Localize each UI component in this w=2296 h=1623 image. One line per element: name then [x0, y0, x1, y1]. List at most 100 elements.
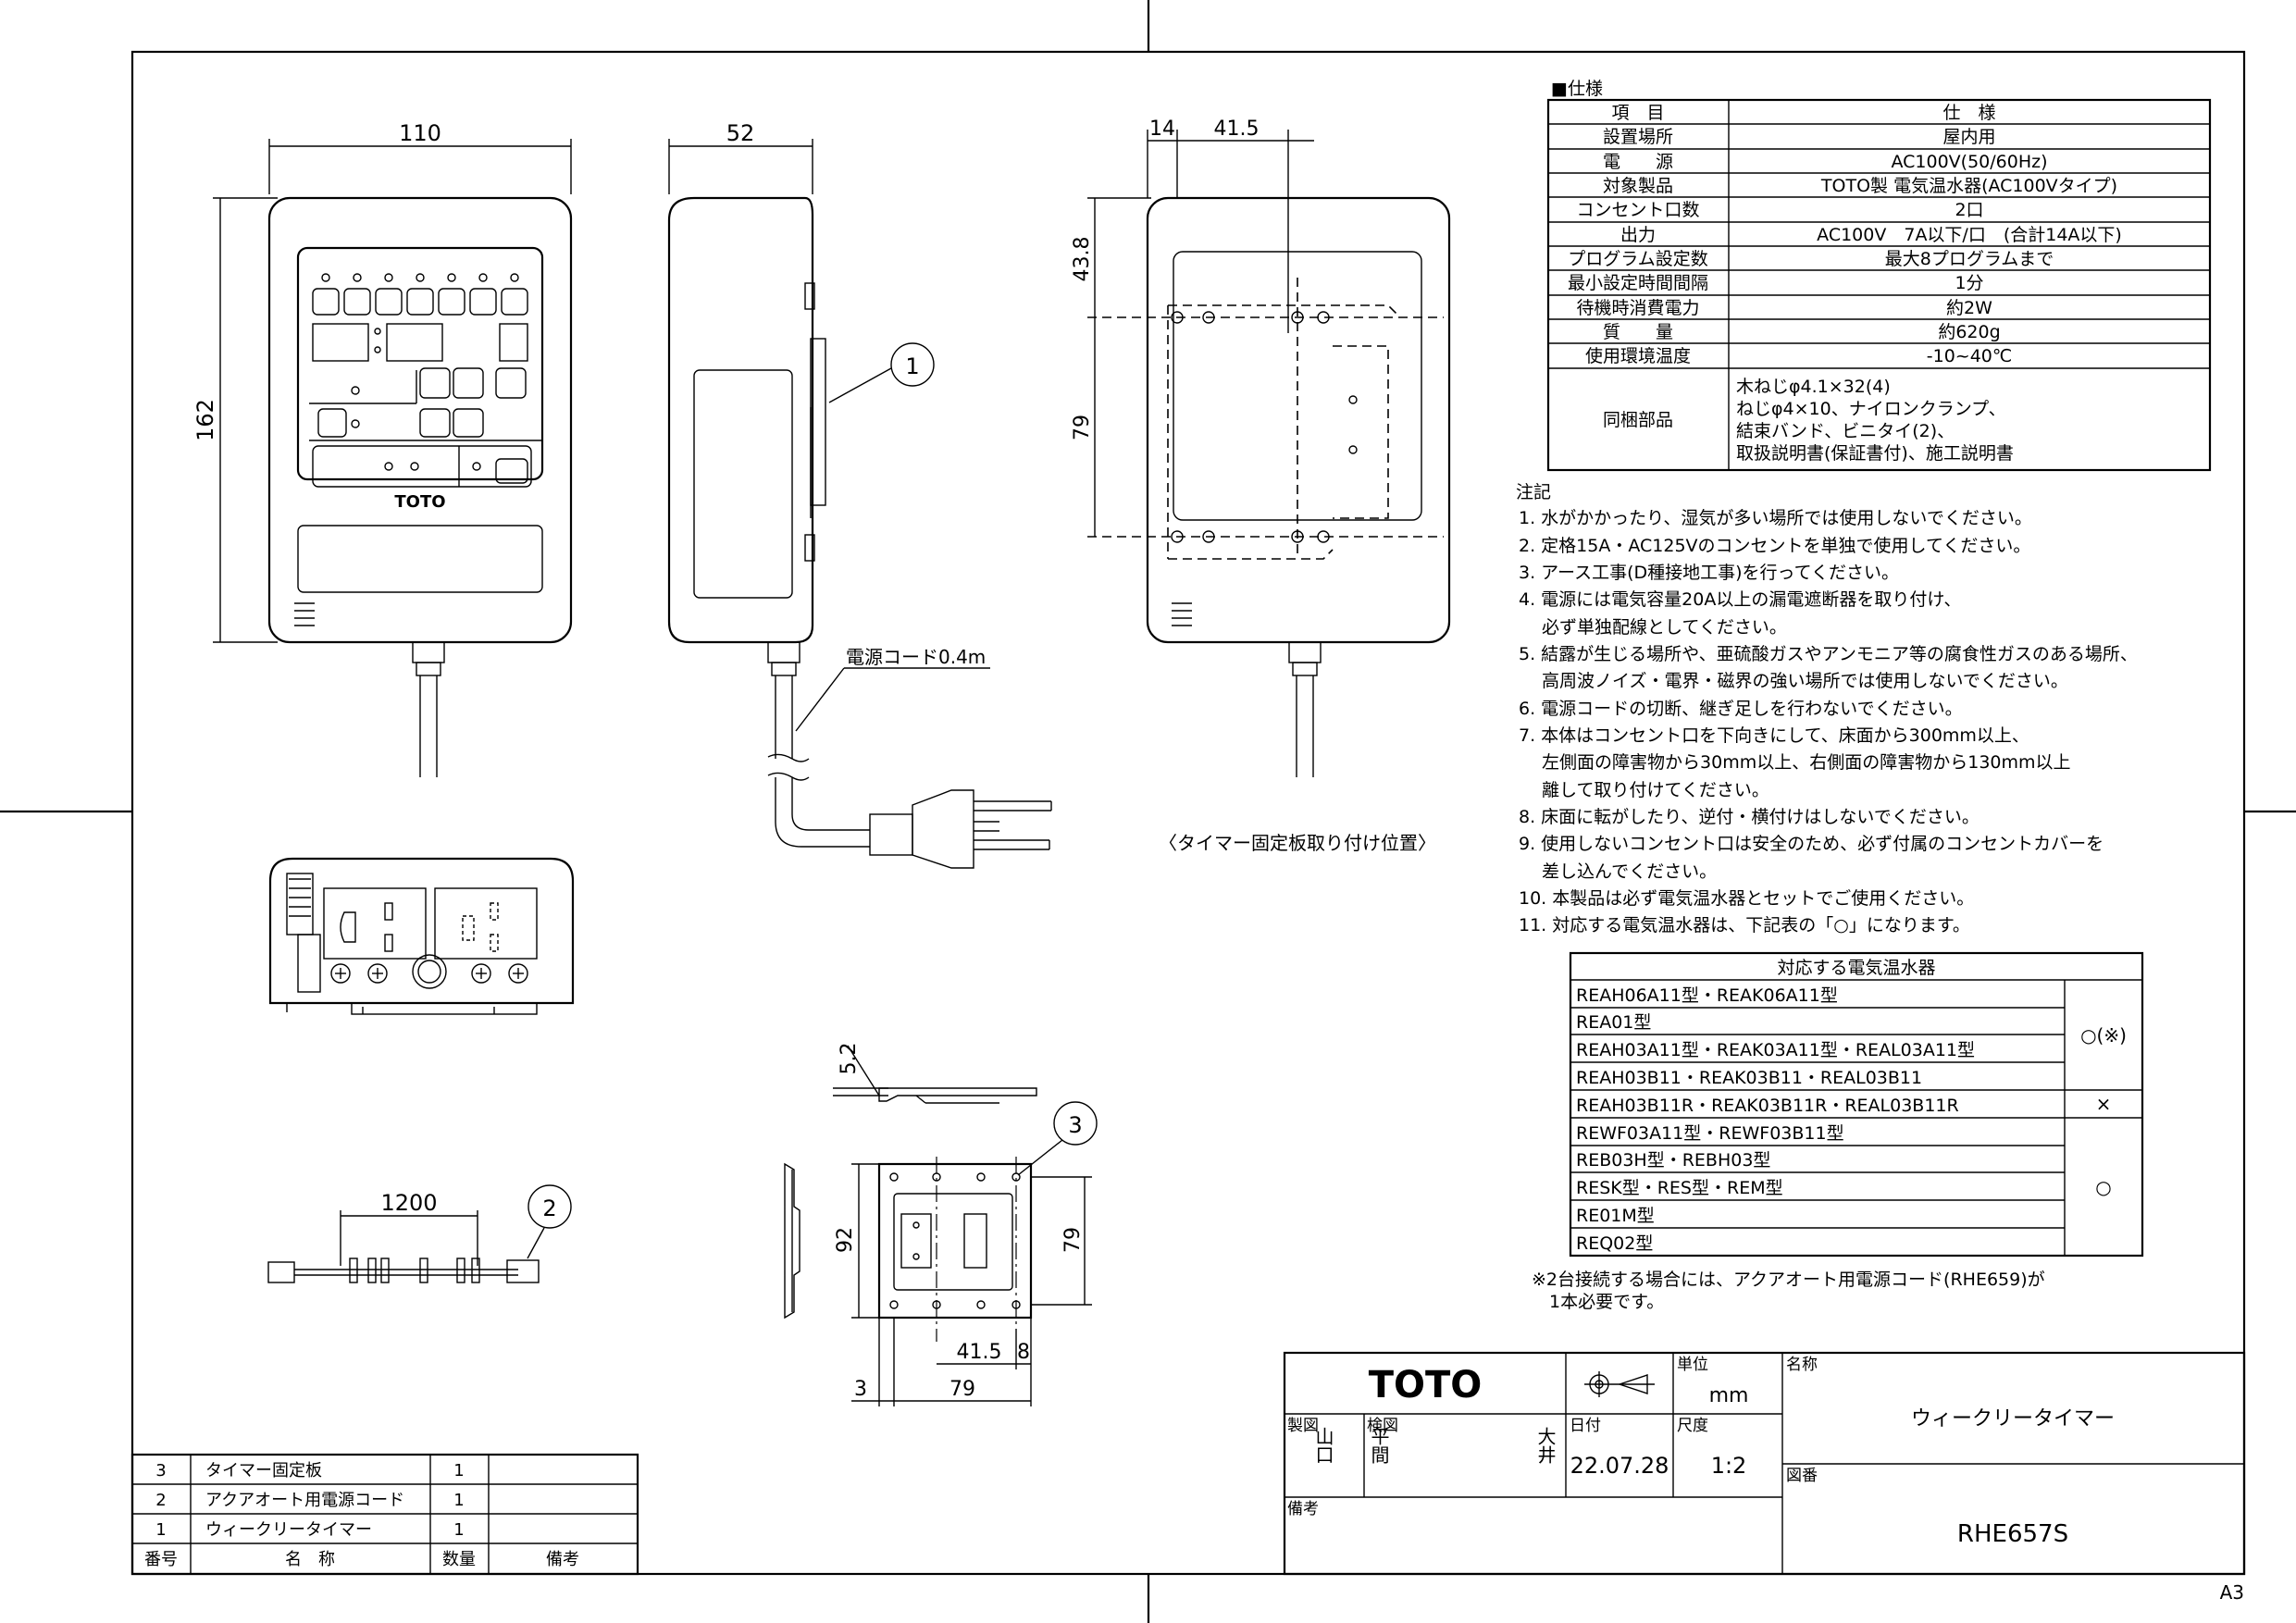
- note-line: 左側面の障害物から30mm以上、右側面の障害物から130mm以上: [1519, 752, 2071, 773]
- parts-header-qty: 数量: [442, 1550, 476, 1569]
- scale-label: 尺度: [1677, 1417, 1708, 1435]
- remarks-label: 備考: [1287, 1500, 1319, 1518]
- spec-row-label: 質 量: [1603, 322, 1673, 342]
- date-label: 日付: [1570, 1417, 1601, 1435]
- spec-bundled-line: 結束バンド、ビニタイ(2)、: [1736, 421, 1955, 441]
- heater-row: RE01M型: [1576, 1206, 1655, 1226]
- drawing-no-label: 図番: [1786, 1467, 1818, 1485]
- parts-header-note: 備考: [546, 1550, 579, 1569]
- company-logo: TOTO: [1369, 1364, 1483, 1406]
- note-line: 5. 結露が生じる場所や、亜硫酸ガスやアンモニア等の腐食性ガスのある場所、: [1519, 644, 2138, 664]
- back-view: 14 41.5 43.8 79 〈タイマー固定板取り付け位置〉: [1071, 118, 1451, 854]
- note-line: 10. 本製品は必ず電気温水器とセットでご使用ください。: [1519, 888, 1974, 909]
- name-label: 名称: [1786, 1356, 1818, 1374]
- part-name: タイマー固定板: [205, 1461, 322, 1481]
- note-line: 高周波ノイズ・電界・磁界の強い場所では使用しないでください。: [1519, 671, 2068, 691]
- cord-view: 1200 2: [267, 1184, 572, 1283]
- parts-header-name: 名 称: [285, 1550, 335, 1569]
- heater-row: REB03H型・REBH03型: [1576, 1150, 1770, 1171]
- spec-row-value: TOTO製 電気温水器(AC100Vタイプ): [1820, 176, 2117, 196]
- spec-table: ■仕様 項 目 仕 様 設置場所 屋内用 電 源 AC100V(50/60Hz)…: [1546, 79, 2212, 472]
- spec-row-value: 約620g: [1938, 322, 2000, 342]
- heater-row: REA01型: [1576, 1012, 1651, 1033]
- balloon-1: 1: [905, 353, 919, 379]
- dim-plate-offset: 14: [1149, 118, 1175, 141]
- spec-header-item: 項 目: [1611, 103, 1664, 123]
- projection-symbol-icon: [1584, 1371, 1655, 1397]
- part-number: 1: [155, 1520, 166, 1540]
- dim-small-edge: 8: [1017, 1341, 1030, 1364]
- spec-bundled-line: 取扱説明書(保証書付)、施工説明書: [1736, 443, 2014, 464]
- spec-row-value: 屋内用: [1942, 127, 1995, 147]
- spec-row-label: プログラム設定数: [1568, 249, 1707, 269]
- note-line: 4. 電源には電気容量20A以上の漏電遮断器を取り付け、: [1519, 589, 1961, 610]
- parts-header-number: 番号: [144, 1550, 178, 1569]
- spec-row-label: 待機時消費電力: [1576, 298, 1699, 318]
- dim-small-hole-v: 79: [1061, 1227, 1085, 1253]
- dim-plate-center: 41.5: [1214, 118, 1260, 141]
- spec-row-label: 出力: [1620, 225, 1656, 245]
- maker-label: 製図: [1287, 1417, 1319, 1435]
- note-line: 2. 定格15A・AC125Vのコンセントを単独で使用してください。: [1519, 536, 2030, 556]
- spec-row-value: 2口: [1955, 200, 1983, 220]
- spec-row-label: 最小設定時間間隔: [1568, 273, 1708, 293]
- heater-row: REAH06A11型・REAK06A11型: [1576, 985, 1838, 1006]
- heater-table: 対応する電気温水器 REAH06A11型・REAK06A11型 REA01型 R…: [1569, 951, 2144, 1258]
- note-line: 差し込んでください。: [1519, 861, 1717, 882]
- spec-row-value: -10~40℃: [1927, 346, 2012, 366]
- dim-plate-hole-span: 79: [1071, 415, 1094, 440]
- heater-mark-group1: ○(※): [2080, 1024, 2127, 1047]
- part-qty: 1: [453, 1491, 464, 1510]
- dim-front-height: 162: [192, 399, 218, 441]
- spec-row-label: 対象製品: [1603, 176, 1673, 196]
- part-qty: 1: [453, 1520, 464, 1540]
- spec-row-value: 最大8プログラムまで: [1885, 249, 2054, 269]
- unit-value: mm: [1709, 1384, 1749, 1407]
- check-value: 平間: [1368, 1427, 1390, 1464]
- dim-front-width: 110: [399, 120, 441, 146]
- heater-row: REAH03B11・REAK03B11・REAL03B11: [1576, 1068, 1922, 1088]
- spec-row-label: 設置場所: [1603, 127, 1673, 147]
- bottom-view: [268, 857, 575, 1015]
- heater-row: REAH03B11R・REAK03B11R・REAL03B11R: [1576, 1096, 1959, 1116]
- note-line: 離して取り付けてください。: [1519, 780, 1769, 800]
- part-number: 3: [155, 1461, 166, 1481]
- part-qty: 1: [453, 1461, 464, 1481]
- dim-small-thickness: 5.2: [838, 1043, 861, 1075]
- part-name: ウィークリータイマー: [205, 1520, 372, 1540]
- unit-brand: TOTO: [394, 492, 445, 512]
- spec-bundled-line: ねじφ4×10、ナイロンクランプ、: [1736, 399, 2006, 419]
- title-block: TOTO 単位 mm 名称 ウィークリータイマー 製図 山口 検図 平間 大井 …: [1283, 1351, 2246, 1576]
- heater-row: REAH03A11型・REAK03A11型・REAL03A11型: [1576, 1040, 1975, 1060]
- front-view: 110 162: [192, 120, 573, 777]
- note-line: 6. 電源コードの切断、継ぎ足しを行わないでください。: [1519, 699, 1963, 719]
- dim-small-center: 41.5: [957, 1341, 1002, 1364]
- note-line: 必ず単独配線としてください。: [1519, 617, 1787, 638]
- spec-row-label: 使用環境温度: [1585, 346, 1691, 366]
- maker-value: 山口: [1312, 1427, 1334, 1464]
- heater-mark-group2: ×: [2096, 1093, 2112, 1115]
- side-view: 52 1 電源コード0.4m: [667, 120, 1052, 869]
- dim-small-height: 92: [834, 1227, 857, 1253]
- heater-mark-group3: ○: [2095, 1176, 2111, 1198]
- note-line: 1. 水がかかったり、湿気が多い場所では使用しないでください。: [1519, 508, 2032, 528]
- footnote-line: 1本必要です。: [1532, 1292, 1664, 1312]
- heater-table-title: 対応する電気温水器: [1777, 958, 1935, 978]
- date-value: 22.07.28: [1570, 1453, 1669, 1479]
- scale-value: 1:2: [1711, 1453, 1747, 1479]
- power-cord-label: 電源コード0.4m: [846, 646, 986, 668]
- dim-side-depth: 52: [726, 120, 755, 146]
- spec-bundled-line: 木ねじφ4.1×32(4): [1736, 377, 1891, 397]
- spec-row-value: 約2W: [1946, 298, 1992, 318]
- note-line: 7. 本体はコンセント口を下向きにして、床面から300mm以上、: [1519, 725, 2029, 746]
- heater-row: RESK型・RES型・REM型: [1576, 1178, 1783, 1198]
- plate-view: 5.2 92 3 79: [784, 1043, 1098, 1406]
- balloon-2: 2: [542, 1196, 556, 1221]
- check-value-2: 大井: [1534, 1427, 1557, 1464]
- spec-title: ■仕様: [1551, 79, 1603, 99]
- dim-small-width: 79: [949, 1378, 975, 1401]
- notes-title: 注記: [1516, 482, 1551, 502]
- spec-row-value: 1分: [1955, 273, 1983, 293]
